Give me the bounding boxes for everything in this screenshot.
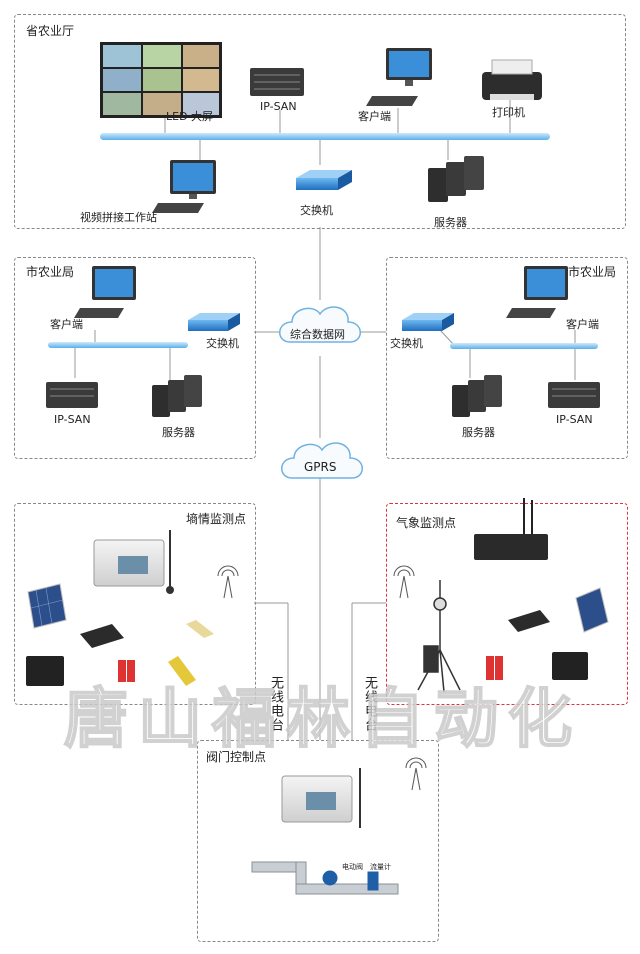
weather-logger-icon: [474, 498, 548, 560]
city-left-switch-icon: [188, 313, 240, 331]
province-switch-icon: [296, 170, 352, 190]
weather-monitor-title: 气象监测点: [396, 516, 457, 530]
city-right-switch-icon: [402, 313, 454, 331]
solar-panel-icon: [27, 583, 67, 629]
flow-meter-label: 流量计: [370, 863, 391, 871]
province-server-label: 服务器: [434, 216, 467, 229]
province-bus: [100, 133, 550, 140]
city-right-server-label: 服务器: [462, 426, 495, 439]
gprs-label: GPRS: [304, 460, 337, 474]
valve-control-group: [197, 740, 439, 942]
city-right-client-label: 客户端: [566, 318, 599, 331]
client-label: 客户端: [358, 110, 391, 123]
valve-control-title: 阀门控制点: [206, 750, 267, 764]
ip-san-icon: [250, 68, 304, 96]
led-screen-icon: [100, 42, 222, 118]
valve-rtu-controller-icon: [281, 768, 361, 828]
soil-monitor-group: [14, 503, 256, 705]
charge-controller-icon: [80, 624, 124, 648]
rtu-controller-icon: [93, 530, 174, 594]
province-switch-label: 交换机: [300, 204, 333, 217]
workstation-label: 视频拼接工作站: [80, 211, 157, 224]
city-left-server-label: 服务器: [162, 426, 195, 439]
province-title: 省农业厅: [26, 24, 75, 38]
weather-wireless-signal-icon: [393, 565, 415, 599]
battery-icon: [26, 656, 64, 686]
valve-label: 电动阀: [342, 863, 363, 871]
led-screen-label: LED 大屏: [166, 110, 214, 123]
ip-san-label: IP-SAN: [260, 100, 297, 113]
city-right-server-icon: [452, 375, 502, 417]
city-right-title: 市农业局: [568, 265, 617, 279]
radio-left-label: 无线电台: [268, 676, 283, 732]
city-left-ipsan-label: IP-SAN: [54, 413, 91, 426]
city-left-group: [14, 257, 256, 459]
city-left-client-pc-icon: [74, 266, 136, 318]
city-right-ipsan-label: IP-SAN: [556, 413, 593, 426]
radio-right-label: 无线电台: [362, 676, 377, 732]
pipeline-icon: [251, 861, 399, 895]
client-pc-icon: [366, 48, 432, 106]
weather-station-icon: [417, 580, 461, 693]
weather-battery-icon: [552, 652, 588, 680]
printer-icon: [482, 59, 542, 100]
soil-monitor-title: 墒情监测点: [186, 512, 247, 526]
data-network-cloud-icon: [279, 306, 361, 343]
city-left-title: 市农业局: [26, 265, 75, 279]
city-right-bus: [450, 343, 598, 349]
city-right-client-pc-icon: [506, 266, 568, 318]
soil-sensor-icon: [168, 620, 214, 686]
weather-surge-protector-icon: [486, 656, 503, 680]
workstation-pc-icon: [152, 160, 216, 213]
connection-lines: [74, 100, 576, 740]
wireless-signal-icon: [217, 565, 239, 599]
gprs-cloud-icon: [281, 442, 363, 479]
city-right-ipsan-icon: [548, 382, 600, 408]
weather-solar-panel-icon: [575, 587, 609, 633]
city-left-ipsan-icon: [46, 382, 98, 408]
weather-charge-controller-icon: [508, 610, 550, 632]
city-left-switch-label: 交换机: [206, 337, 239, 350]
province-server-icon: [428, 156, 484, 202]
city-right-switch-label: 交换机: [390, 337, 423, 350]
weather-monitor-group: [386, 503, 628, 705]
city-left-server-icon: [152, 375, 202, 417]
printer-label: 打印机: [492, 106, 525, 119]
city-left-client-label: 客户端: [50, 318, 83, 331]
surge-protector-icon: [118, 660, 135, 682]
city-right-group: [386, 257, 628, 459]
data-network-label: 综合数据网: [290, 328, 345, 341]
valve-wireless-signal-icon: [405, 757, 427, 791]
city-left-bus: [48, 342, 188, 348]
